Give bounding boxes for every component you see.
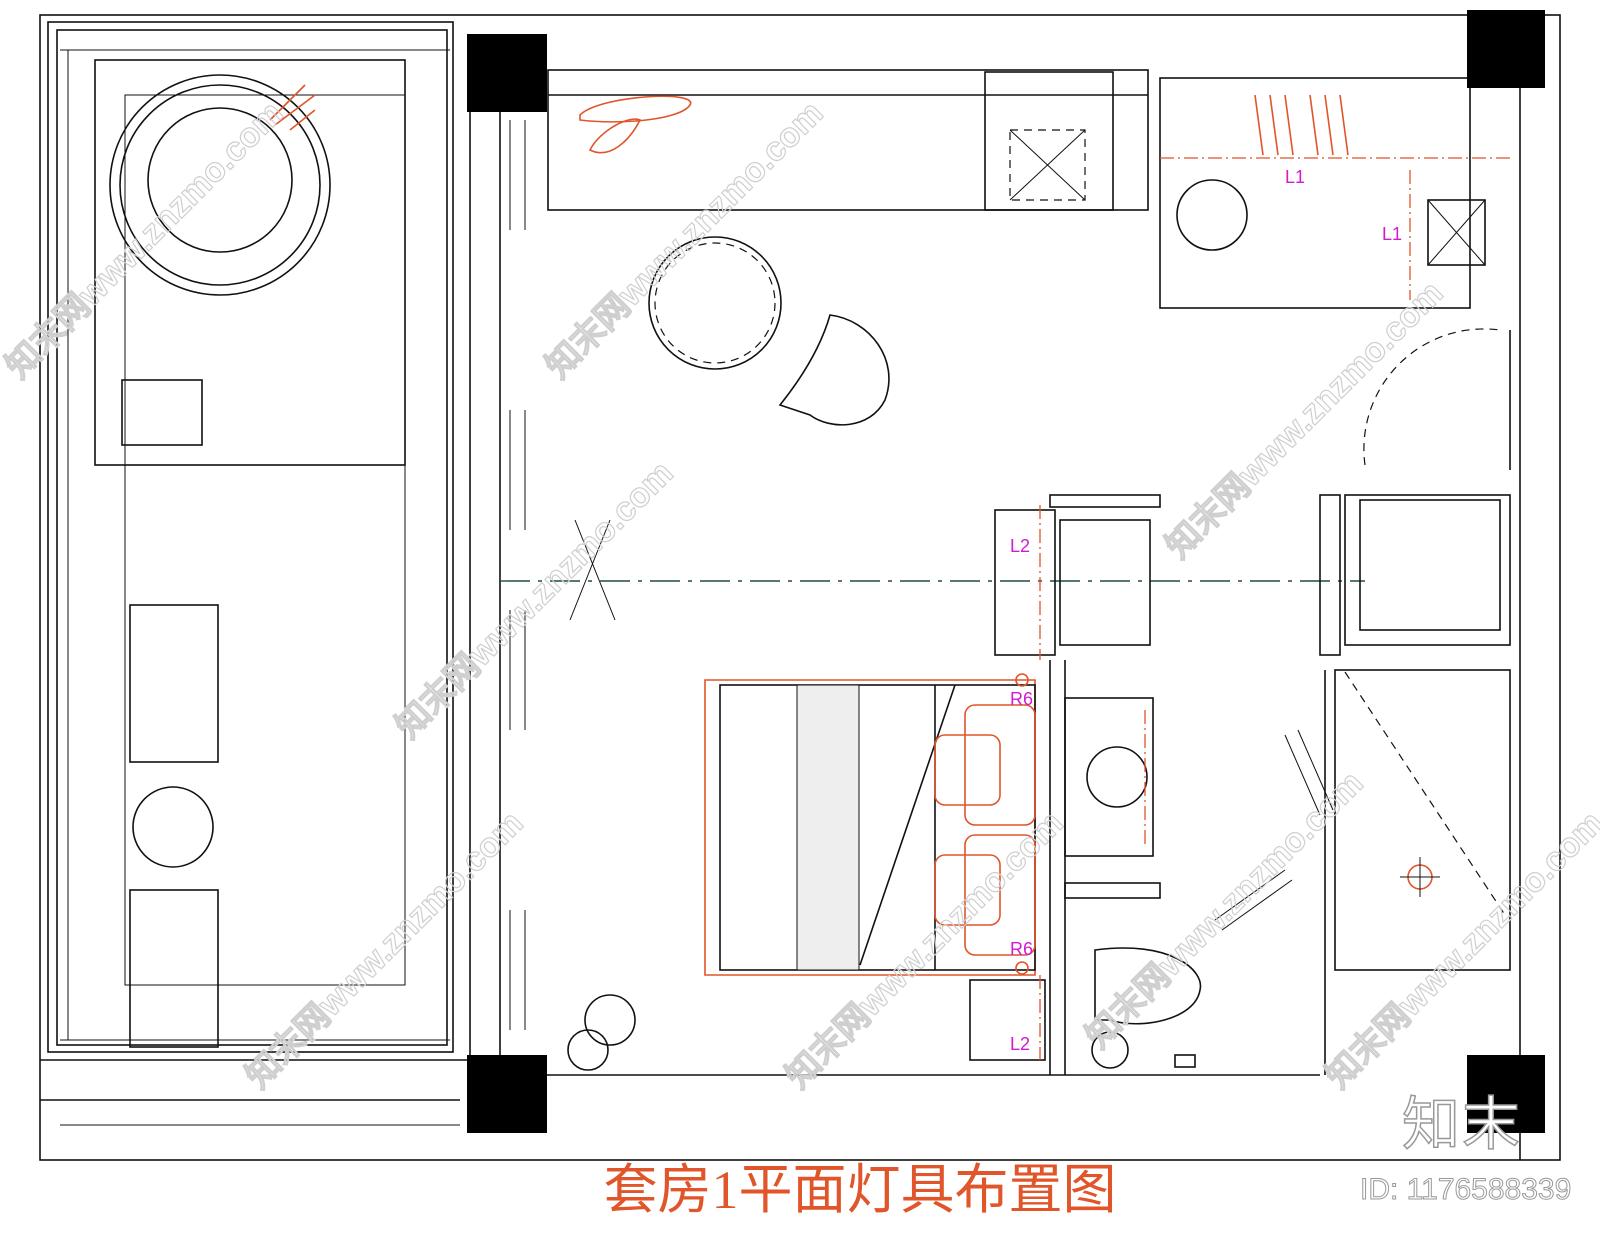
id-label: ID: 1176588339 [1359,1173,1572,1207]
label-l2-top: L2 [1010,536,1030,556]
watermark: 知末网www.znzmo.com [539,94,831,386]
watermark: 知末网www.znzmo.com [389,454,681,746]
drawing-title: 套房1平面灯具布置图 [603,1160,1117,1220]
label-r6-bottom: R6 [1010,939,1033,959]
outer-walls [39,14,1561,1161]
curtains [509,120,526,1030]
structural-columns [467,10,1545,1133]
living-furniture [567,94,1510,1071]
bathroom [1049,494,1511,1075]
label-l1-wardrobe: L1 [1285,167,1305,187]
watermark: 知末网www.znzmo.com [1159,274,1451,566]
label-l1-side: L1 [1382,224,1402,244]
watermark: 知末网www.znzmo.com [1079,764,1371,1056]
label-l2-bottom: L2 [1010,1034,1030,1054]
lighting-labels: L1 L1 L2 L2 R6 R6 [1010,167,1402,1054]
bedroom [500,494,1365,1061]
brand-logo: 知末 [1401,1090,1523,1158]
label-r6-top: R6 [1010,689,1033,709]
watermark: 知末网www.znzmo.com [1319,804,1600,1096]
watermark: 知末网www.znzmo.com [0,94,291,386]
balcony-furniture [94,59,406,1048]
